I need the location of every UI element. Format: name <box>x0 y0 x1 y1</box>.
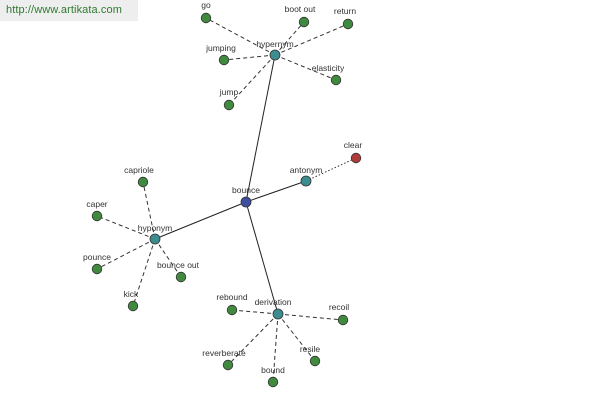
node-leaf-bounce-out[interactable] <box>175 271 187 283</box>
edge-hyponym-pounce <box>96 238 156 270</box>
node-hub-hypernym[interactable] <box>269 49 281 61</box>
label-leaf-boot-out: boot out <box>285 4 316 14</box>
label-leaf-pounce: pounce <box>83 252 111 262</box>
label-leaf-elasticity: elasticity <box>312 63 345 73</box>
node-leaf-boot-out[interactable] <box>298 16 310 28</box>
node-leaf-capriole[interactable] <box>137 176 149 188</box>
label-leaf-resile: resile <box>300 344 321 354</box>
node-center[interactable] <box>240 196 252 208</box>
node-leaf-resile[interactable] <box>309 355 321 367</box>
label-leaf-go: go <box>201 0 211 10</box>
edge-hypernym-return <box>274 23 349 56</box>
node-leaf-pounce[interactable] <box>91 263 103 275</box>
node-leaf-rebound[interactable] <box>226 304 238 316</box>
label-hub-antonym: antonym <box>290 165 323 175</box>
edge-center-derivation <box>245 201 279 315</box>
node-hub-antonym[interactable] <box>300 175 312 187</box>
node-leaf-caper[interactable] <box>91 210 103 222</box>
node-leaf-kick[interactable] <box>127 300 139 312</box>
edge-derivation-rebound <box>231 309 279 315</box>
node-hub-hyponym[interactable] <box>149 233 161 245</box>
node-leaf-bound[interactable] <box>267 376 279 388</box>
label-leaf-bounce-out: bounce out <box>157 260 200 270</box>
label-leaf-kick: kick <box>124 289 139 299</box>
node-leaf-elasticity[interactable] <box>330 74 342 86</box>
edge-hypernym-jumping <box>223 54 276 61</box>
node-leaf-jump[interactable] <box>223 99 235 111</box>
edge-hypernym-go <box>205 17 276 56</box>
edge-hyponym-capriole <box>142 181 156 240</box>
edge-hypernym-jump <box>228 54 276 106</box>
label-leaf-return: return <box>334 6 356 16</box>
label-leaf-clear: clear <box>344 140 363 150</box>
label-leaf-jump: jump <box>219 87 239 97</box>
label-leaf-recoil: recoil <box>329 302 349 312</box>
edge-hyponym-caper <box>96 215 156 240</box>
edge-hyponym-bounce-out <box>154 238 182 278</box>
edge-hypernym-boot-out <box>274 21 305 56</box>
edge-center-hypernym <box>245 54 276 203</box>
node-leaf-recoil[interactable] <box>337 314 349 326</box>
label-hub-hypernym: hypernym <box>256 39 293 49</box>
label-leaf-rebound: rebound <box>216 292 247 302</box>
edge-hypernym-elasticity <box>274 54 337 81</box>
node-leaf-reverberate[interactable] <box>222 359 234 371</box>
node-hub-derivation[interactable] <box>272 308 284 320</box>
edge-center-hyponym <box>154 201 247 240</box>
label-center: bounce <box>232 185 260 195</box>
label-leaf-capriole: capriole <box>124 165 154 175</box>
edge-derivation-recoil <box>277 313 344 321</box>
node-leaf-clear[interactable] <box>350 152 362 164</box>
node-leaf-go[interactable] <box>200 12 212 24</box>
label-hub-derivation: derivation <box>255 297 292 307</box>
labels-layer: bounce hypernym antonym hyponym derivation go… <box>83 0 362 375</box>
label-leaf-jumping: jumping <box>205 43 236 53</box>
label-leaf-caper: caper <box>86 199 107 209</box>
edge-hyponym-kick <box>132 238 156 307</box>
edge-derivation-bound <box>272 313 279 383</box>
nodes-layer <box>91 12 362 388</box>
edge-derivation-resile <box>277 313 316 362</box>
edge-derivation-reverberate <box>227 313 279 366</box>
label-leaf-bound: bound <box>261 365 285 375</box>
watermark-banner: http://www.artikata.com <box>0 0 138 21</box>
edge-antonym-clear <box>305 157 357 182</box>
label-hub-hyponym: hyponym <box>138 223 173 233</box>
watermark-text: http://www.artikata.com <box>6 4 123 16</box>
node-leaf-return[interactable] <box>342 18 354 30</box>
edge-center-antonym <box>245 180 307 203</box>
node-leaf-jumping[interactable] <box>218 54 230 66</box>
edges-layer <box>96 17 357 383</box>
label-leaf-reverberate: reverberate <box>202 348 246 358</box>
